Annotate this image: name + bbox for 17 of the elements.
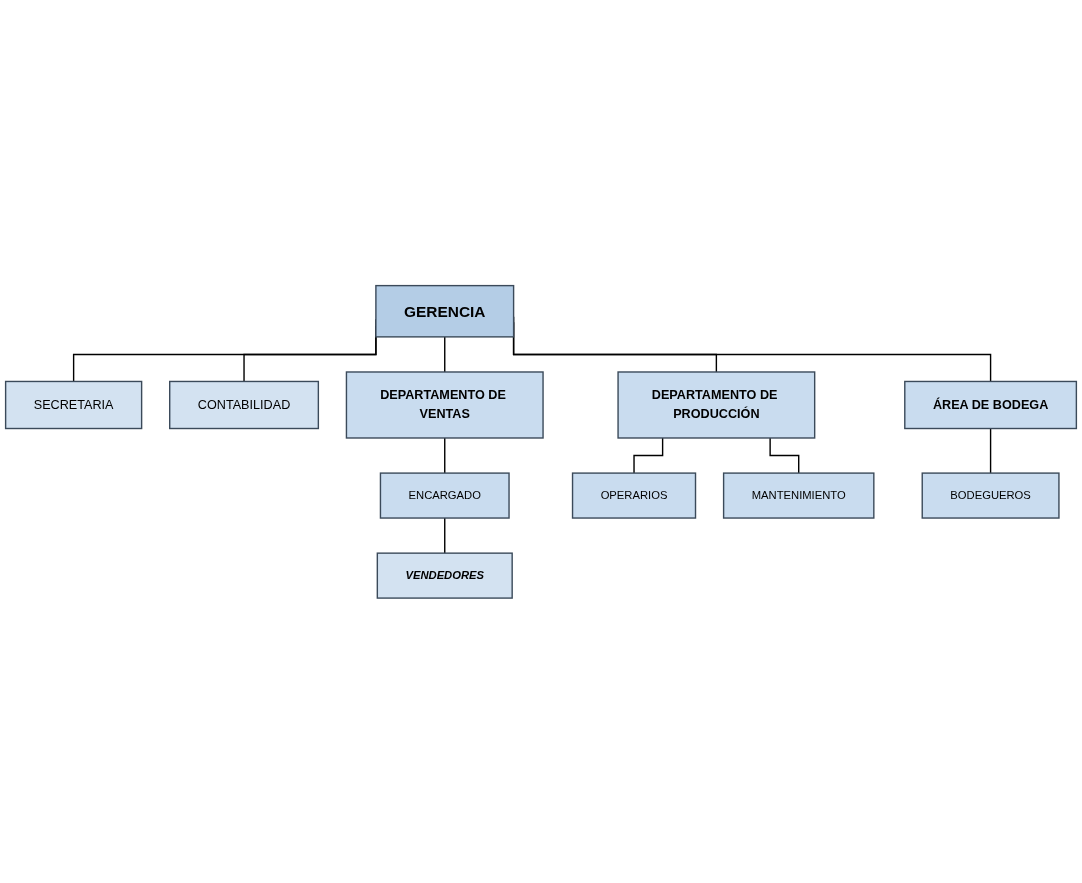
node-box: ÁREA DE BODEGA [904,380,1078,429]
connector [444,516,446,554]
node-box: OPERARIOS [571,472,697,519]
node-box: VENDEDORES [376,552,513,599]
connector [633,436,664,474]
node-box: ENCARGADO [379,472,510,519]
connector [989,427,992,474]
node-box: DEPARTAMENTO DE VENTAS [345,370,544,439]
node-box: BODEGUEROS [921,472,1060,519]
node-box: MANTENIMIENTO [722,472,875,519]
node-box: SECRETARIA [4,380,143,429]
node-box: GERENCIA [375,284,515,338]
connector [444,436,446,474]
connector [444,335,446,373]
node-box: CONTABILIDAD [169,380,320,429]
node-box: DEPARTAMENTO DE PRODUCCIÓN [617,370,816,439]
connector [769,436,800,474]
